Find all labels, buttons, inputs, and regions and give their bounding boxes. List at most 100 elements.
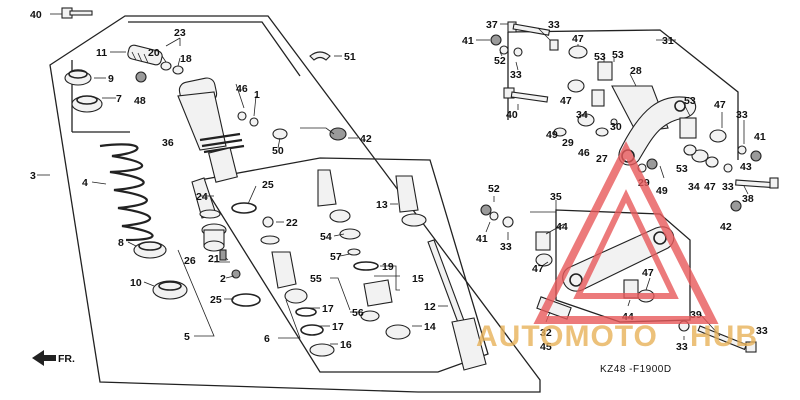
callout-50: 50 — [272, 145, 284, 157]
callout-22: 22 — [286, 217, 298, 229]
cap-part-13b — [401, 213, 427, 227]
front-arrow-icon — [32, 350, 56, 366]
callout-33a: 33 — [548, 19, 560, 31]
clip-part-51 — [309, 51, 331, 61]
callout-33d: 33 — [736, 109, 748, 121]
damper-body-part-36 — [177, 77, 245, 183]
reservoir-part-11 — [127, 44, 163, 66]
callout-52b: 52 — [488, 183, 500, 195]
leader-lines — [37, 13, 749, 345]
shaft-part-12 — [427, 239, 487, 371]
nut-part-41a — [490, 34, 502, 46]
group-outlines — [49, 15, 739, 393]
callout-25b: 25 — [210, 294, 222, 306]
callout-42a: 42 — [360, 133, 372, 145]
o-ring-part-20 — [160, 61, 172, 71]
bolt-part-39 — [697, 325, 757, 353]
bushing-part-14 — [385, 324, 411, 340]
watermark-logo: AUTOMOTO HUB — [476, 141, 757, 353]
bearing-part-56a — [284, 288, 308, 304]
pin-part-21 — [219, 249, 227, 261]
callout-6: 6 — [264, 333, 270, 345]
callout-26: 26 — [184, 255, 196, 267]
callout-24: 24 — [196, 191, 208, 203]
callout-27: 27 — [596, 153, 608, 165]
o-ring-part-17a — [295, 307, 317, 317]
watermark-triangle-icon — [533, 141, 719, 324]
callout-10: 10 — [130, 277, 142, 289]
callout-11: 11 — [96, 47, 107, 59]
washer-part-52b — [489, 211, 499, 221]
seal-part-47d — [705, 156, 719, 168]
seal-part-46a — [237, 111, 247, 121]
callout-48: 48 — [134, 95, 146, 107]
callout-43: 43 — [740, 161, 752, 173]
callout-16: 16 — [340, 339, 352, 351]
nut-part-41b — [750, 150, 762, 162]
callout-52a: 52 — [494, 55, 506, 67]
callout-21: 21 — [208, 253, 220, 265]
callout-33f: 33 — [756, 325, 768, 337]
callout-33b: 33 — [510, 69, 522, 81]
callout-30: 30 — [610, 121, 622, 133]
washer-part-57 — [347, 248, 361, 256]
callout-49b: 49 — [656, 185, 668, 197]
o-ring-part-17b — [300, 324, 324, 336]
bolt-part-40b — [503, 87, 549, 103]
washer-part-52a — [499, 45, 509, 55]
locknut-part-7 — [71, 95, 103, 113]
watermark-text-automoto: AUTOMOTO — [476, 320, 658, 353]
bushing-part-53a — [597, 61, 613, 81]
callout-33c: 33 — [722, 181, 734, 193]
seal-part-47e — [535, 253, 553, 267]
nut-part-49b — [646, 158, 658, 170]
washer-part-49a — [553, 127, 567, 137]
seal-part-47c — [709, 129, 727, 143]
callout-41b: 41 — [754, 131, 766, 143]
washer-part-33d — [737, 145, 747, 155]
callout-29a: 29 — [562, 137, 574, 149]
seal-part-15 — [363, 279, 393, 307]
callout-8: 8 — [118, 237, 124, 249]
seal-part-47a — [568, 45, 588, 59]
bolt-part-40 — [61, 7, 93, 19]
parts — [32, 7, 779, 371]
callout-53c: 53 — [684, 95, 696, 107]
rubber-part-13 — [395, 175, 419, 213]
callout-40a: 40 — [30, 9, 42, 21]
callout-44a: 44 — [556, 221, 568, 233]
callout-28: 28 — [630, 65, 642, 77]
callout-25a: 25 — [262, 179, 274, 191]
callout-19: 19 — [382, 261, 394, 273]
callout-46b: 46 — [578, 147, 590, 159]
callout-14: 14 — [424, 321, 436, 333]
callout-33e: 33 — [500, 241, 512, 253]
callout-47e: 47 — [532, 263, 544, 275]
nut-part-42b — [730, 200, 742, 212]
clip-part-25b — [231, 293, 261, 307]
bump-rubber-part-24 — [191, 177, 221, 219]
callout-47c: 47 — [714, 99, 726, 111]
callout-15: 15 — [412, 273, 424, 285]
seal-part-34b — [691, 149, 709, 163]
callout-34a: 34 — [576, 109, 588, 121]
callout-37: 37 — [486, 19, 498, 31]
callout-40b: 40 — [506, 109, 518, 121]
bushing-part-44a — [535, 231, 551, 251]
spring-seat-part-8 — [133, 241, 167, 259]
callout-54: 54 — [320, 231, 332, 243]
spring-seat-part-10 — [152, 280, 188, 300]
callout-labels: 40 3 4 9 7 11 20 18 23 48 8 10 5 36 46 1… — [30, 9, 768, 365]
callout-20: 20 — [148, 47, 160, 59]
callout-47a: 47 — [572, 33, 584, 45]
washer-part-22b — [260, 235, 280, 245]
callout-57: 57 — [330, 251, 342, 263]
callout-17a: 17 — [322, 303, 334, 315]
callout-32: 32 — [540, 327, 552, 339]
washer-part-56b — [360, 310, 380, 322]
callout-39: 39 — [690, 309, 702, 321]
collar-part-53d — [683, 144, 697, 156]
callout-49a: 49 — [546, 129, 558, 141]
collar-part-33b — [549, 39, 559, 51]
callout-47d: 47 — [704, 181, 716, 193]
